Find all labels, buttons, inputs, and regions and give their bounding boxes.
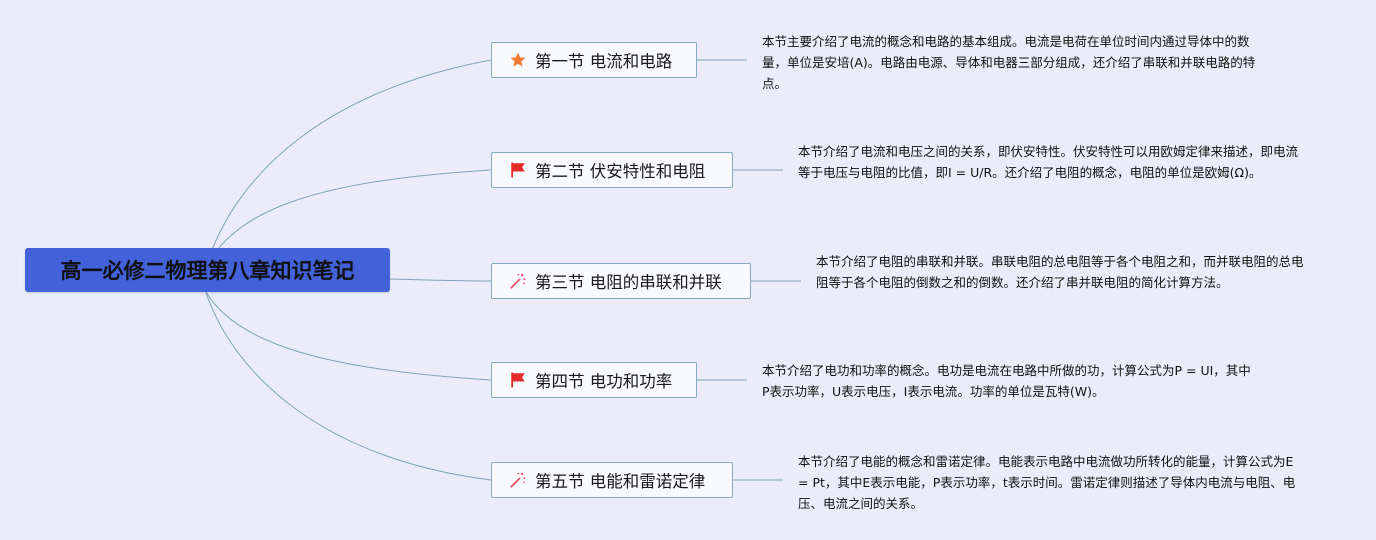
branch-topic-3-label: 第三节 电阻的串联和并联: [535, 273, 722, 292]
connector-root-branch-3: [389, 278, 492, 282]
connector-root-branch-1: [204, 59, 492, 271]
star-icon: [509, 51, 527, 69]
branch-topic-3[interactable]: 第三节 电阻的串联和并联: [491, 263, 751, 299]
magic-wand-icon: [509, 471, 527, 489]
branch-topic-2[interactable]: 第二节 伏安特性和电阻: [491, 152, 733, 188]
connector-root-branch-5: [204, 289, 492, 481]
root-topic[interactable]: 高一必修二物理第八章知识笔记: [25, 248, 390, 292]
branch-topic-4[interactable]: 第四节 电功和功率: [491, 362, 697, 398]
flag-icon: [509, 161, 527, 179]
branch-topic-1-label: 第一节 电流和电路: [535, 52, 673, 71]
branch-topic-5-label: 第五节 电能和雷诺定律: [535, 472, 706, 491]
branch-topic-5[interactable]: 第五节 电能和雷诺定律: [491, 462, 733, 498]
branch-note-3: 本节介绍了电阻的串联和并联。串联电阻的总电阻等于各个电阻之和，而并联电阻的总电阻…: [816, 254, 1304, 290]
connector-root-branch-2: [204, 169, 492, 271]
branch-note-4: 本节介绍了电功和功率的概念。电功是电流在电路中所做的功，计算公式为P = UI，…: [762, 363, 1251, 399]
branch-topic-4-label: 第四节 电功和功率: [535, 372, 673, 391]
branch-note-1: 本节主要介绍了电流的概念和电路的基本组成。电流是电荷在单位时间内通过导体中的数量…: [762, 34, 1256, 91]
branch-topic-1[interactable]: 第一节 电流和电路: [491, 42, 697, 78]
root-topic-label: 高一必修二物理第八章知识笔记: [60, 259, 355, 283]
magic-wand-icon: [509, 272, 527, 290]
branch-note-2: 本节介绍了电流和电压之间的关系，即伏安特性。伏安特性可以用欧姆定律来描述，即电流…: [798, 144, 1299, 180]
branch-note-5: 本节介绍了电能的概念和雷诺定律。电能表示电路中电流做功所转化的能量，计算公式为E…: [798, 454, 1296, 511]
branch-topic-2-label: 第二节 伏安特性和电阻: [535, 162, 706, 181]
flag-icon: [509, 371, 527, 389]
connector-root-branch-4: [204, 289, 492, 381]
